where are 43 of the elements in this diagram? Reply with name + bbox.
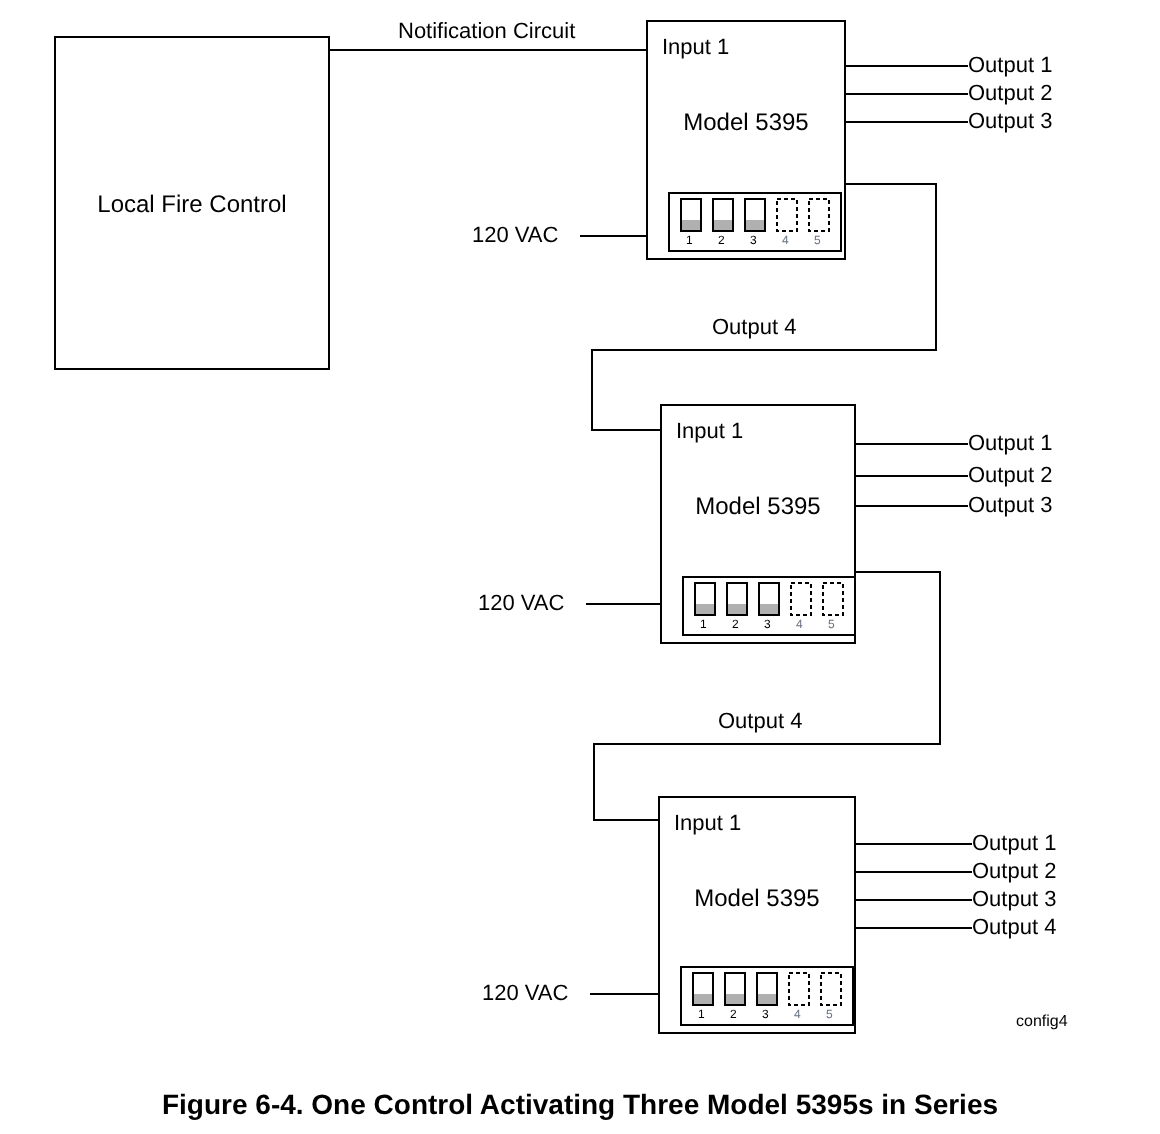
- terminal-label: Output 3: [972, 886, 1076, 914]
- module-box: [658, 796, 856, 1034]
- wire: [855, 843, 973, 845]
- wire: [845, 65, 969, 67]
- wire: [845, 93, 969, 95]
- terminal-label: Output 1: [972, 830, 1076, 858]
- terminal-label: Output 2: [968, 462, 1072, 490]
- input-label: Input 1: [674, 812, 742, 838]
- wire: [585, 603, 661, 605]
- wire: [855, 927, 973, 929]
- input-label: Input 1: [662, 36, 730, 62]
- model-label: Model 5395: [692, 884, 822, 912]
- figure-id: config4: [1016, 1012, 1068, 1032]
- terminal-label: Output 4: [972, 914, 1076, 942]
- wire: [579, 235, 647, 237]
- control-panel-box: Local Fire Control: [54, 36, 330, 370]
- module-box: [646, 20, 846, 260]
- wire: [855, 505, 969, 507]
- terminal-label: 120 VAC: [472, 222, 580, 250]
- edge-label: Output 4: [710, 316, 799, 342]
- terminal-label: 120 VAC: [482, 980, 590, 1008]
- terminal-label: Output 1: [968, 430, 1072, 458]
- model-label: Model 5395: [681, 108, 811, 136]
- terminal-label: Output 2: [968, 80, 1072, 108]
- terminal-label: Output 1: [968, 52, 1072, 80]
- terminal-label: Output 3: [968, 492, 1072, 520]
- edge-label: Output 4: [716, 710, 805, 736]
- terminal-label: Output 2: [972, 858, 1076, 886]
- wire: [593, 571, 941, 821]
- wire: [855, 899, 973, 901]
- wire: [855, 871, 973, 873]
- wire: [855, 475, 969, 477]
- wire: [329, 49, 647, 51]
- wire: [591, 183, 937, 431]
- input-label: Input 1: [676, 420, 744, 446]
- model-label: Model 5395: [693, 492, 823, 520]
- terminal-label: Output 3: [968, 108, 1072, 136]
- wire: [589, 993, 659, 995]
- wire: [845, 121, 969, 123]
- terminal-label: 120 VAC: [478, 590, 586, 618]
- wire: [855, 443, 969, 445]
- figure-caption: Figure 6-4. One Control Activating Three Model 5395s in Series: [159, 1088, 1001, 1122]
- module-box: [660, 404, 856, 644]
